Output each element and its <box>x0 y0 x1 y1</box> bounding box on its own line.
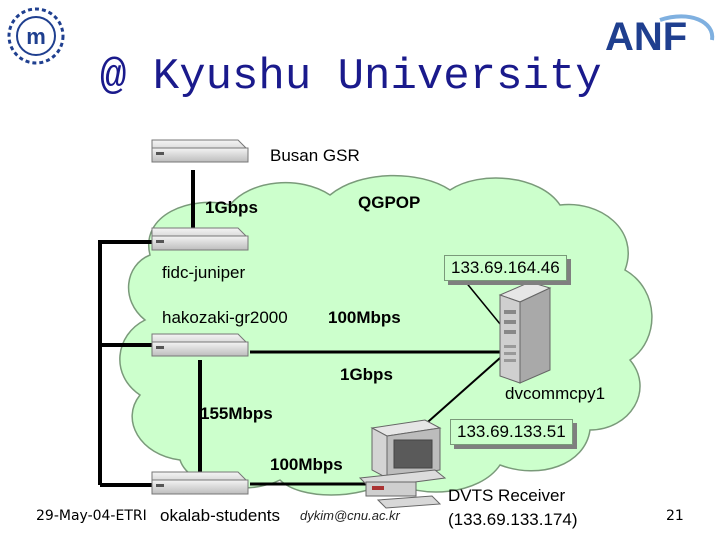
label-fidc-juniper: fidc-juniper <box>162 263 246 282</box>
callout-pointer-server <box>459 274 506 331</box>
router-qgpop <box>151 227 249 251</box>
label-busan-gsr: Busan GSR <box>270 146 360 165</box>
label-qgpop: QGPOP <box>358 193 421 212</box>
university-logo: m <box>7 7 65 65</box>
label-link-100mbps-mid: 100Mbps <box>328 308 401 327</box>
logo-letters: m <box>26 24 46 49</box>
callout-pc-ip: 133.69.133.51 <box>450 419 573 445</box>
label-hakozaki: hakozaki-gr2000 <box>162 308 288 327</box>
router-busan-gsr <box>151 139 249 163</box>
page-title: @ Kyushu University <box>100 52 602 102</box>
pc-dvts-receiver <box>358 419 447 509</box>
label-link-1gbps-top: 1Gbps <box>205 198 258 217</box>
anf-logo-text: ANF <box>605 15 687 59</box>
label-link-100mbps-bottom: 100Mbps <box>270 455 343 474</box>
router-hakozaki <box>151 333 249 357</box>
label-dvcommcpy1: dvcommcpy1 <box>505 384 606 403</box>
footer-page-number: 21 <box>666 508 684 524</box>
label-okalab-students: okalab-students <box>160 506 281 525</box>
label-link-1gbps-mid: 1Gbps <box>340 365 393 384</box>
router-okalab <box>151 471 249 495</box>
label-email: dykim@cnu.ac.kr <box>300 508 400 523</box>
label-dvts-ip: (133.69.133.174) <box>448 510 578 529</box>
footer-date: 29-May-04-ETRI <box>36 508 147 524</box>
label-link-155mbps: 155Mbps <box>200 404 273 423</box>
label-dvts-receiver: DVTS Receiver <box>448 486 566 505</box>
server-dvcommcpy1 <box>498 281 552 384</box>
anf-logo: ANF <box>605 14 715 59</box>
callout-server-ip: 133.69.164.46 <box>444 255 567 281</box>
